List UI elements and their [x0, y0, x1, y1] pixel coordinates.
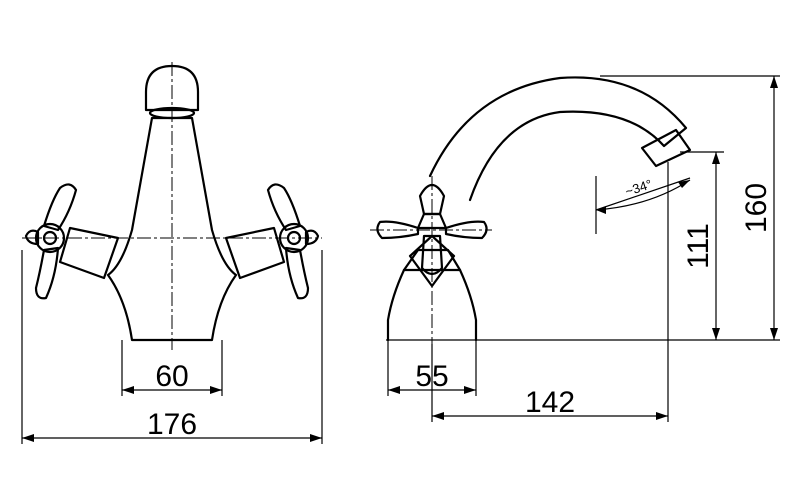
dim-160-label: 160 — [740, 183, 773, 233]
angle-arrow-right — [678, 180, 690, 188]
side-handle-top — [418, 183, 446, 216]
dim-176-label: 176 — [147, 408, 197, 441]
left-handle-arm-top — [42, 183, 78, 232]
side-handle — [376, 183, 488, 276]
right-handle — [224, 183, 320, 300]
dim-55-arrow-left — [388, 386, 400, 394]
dim-55-arrow-right — [464, 386, 476, 394]
side-view: ~34° 55 142 111 160 — [370, 75, 780, 422]
side-spout — [428, 76, 688, 202]
dim-111-arrow-top — [712, 152, 720, 164]
front-view: 60 176 — [21, 62, 323, 444]
left-handle-arm-side — [24, 229, 40, 246]
dim-60-arrow-left — [122, 386, 134, 394]
front-body — [106, 116, 238, 342]
angle-arrow-left — [596, 206, 606, 214]
side-body-base — [386, 268, 478, 342]
dim-142-label: 142 — [525, 386, 575, 419]
dim-176-arrow-left — [22, 434, 34, 442]
dim-176-arrow-right — [310, 434, 322, 442]
right-handle-arm-bottom — [284, 246, 310, 300]
side-handle-arm-front — [420, 234, 444, 276]
dim-111-arrow-bottom — [712, 328, 720, 340]
side-handle-arm-left — [376, 220, 420, 240]
dim-142-arrow-left — [432, 412, 444, 420]
right-valve-body — [224, 226, 286, 280]
side-aerator — [640, 128, 692, 168]
dim-111-label: 111 — [682, 223, 715, 269]
left-handle — [24, 183, 120, 300]
side-handle-arm-right — [444, 220, 488, 240]
left-handle-arm-bottom — [34, 246, 60, 300]
dim-160-arrow-top — [770, 76, 778, 88]
dim-142-arrow-right — [656, 412, 668, 420]
left-valve-body — [58, 226, 120, 280]
dim-60-label: 60 — [155, 360, 188, 393]
dim-60-arrow-right — [210, 386, 222, 394]
right-handle-arm-top — [266, 183, 302, 232]
side-body-neck — [402, 248, 462, 272]
dim-160-arrow-bottom — [770, 328, 778, 340]
right-handle-arm-side — [304, 229, 320, 246]
front-cap — [144, 64, 200, 112]
angle-ref-line-2 — [595, 177, 691, 211]
